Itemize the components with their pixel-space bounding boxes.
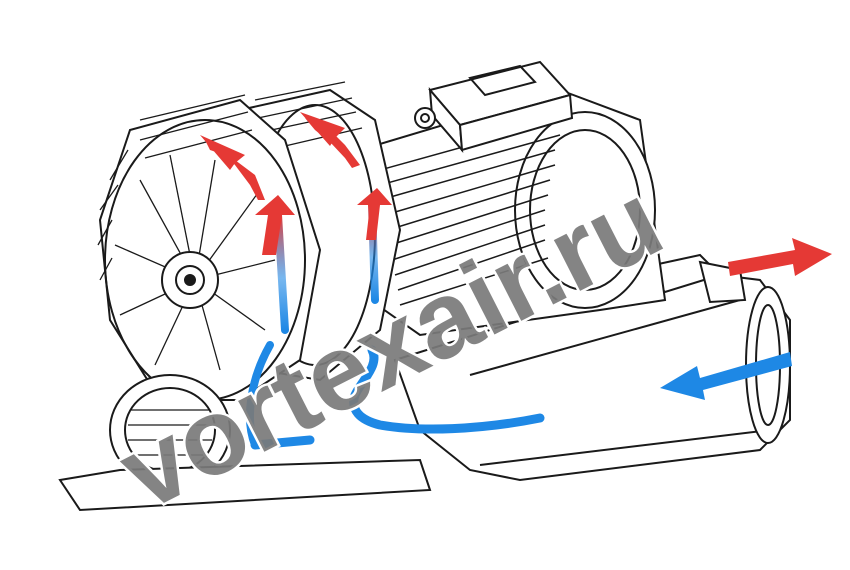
pump-stage-front	[97, 94, 322, 401]
flow-arrow-icon	[205, 140, 265, 200]
flow-arrow-icon	[357, 188, 392, 240]
flow-arrow-icon	[728, 238, 832, 276]
terminal-box	[414, 60, 574, 153]
flow-arrow-icon	[660, 352, 792, 400]
fan-cover	[58, 374, 432, 512]
intake-flow	[246, 341, 545, 450]
flow-arrow-icon	[255, 195, 295, 255]
flow-arrow-icon	[200, 135, 245, 170]
inlet-arrow	[660, 352, 792, 400]
discharge-arrows	[200, 112, 392, 255]
flow-arrow-icon	[300, 112, 345, 146]
motor	[358, 88, 667, 337]
outlet-arrow	[728, 238, 832, 276]
